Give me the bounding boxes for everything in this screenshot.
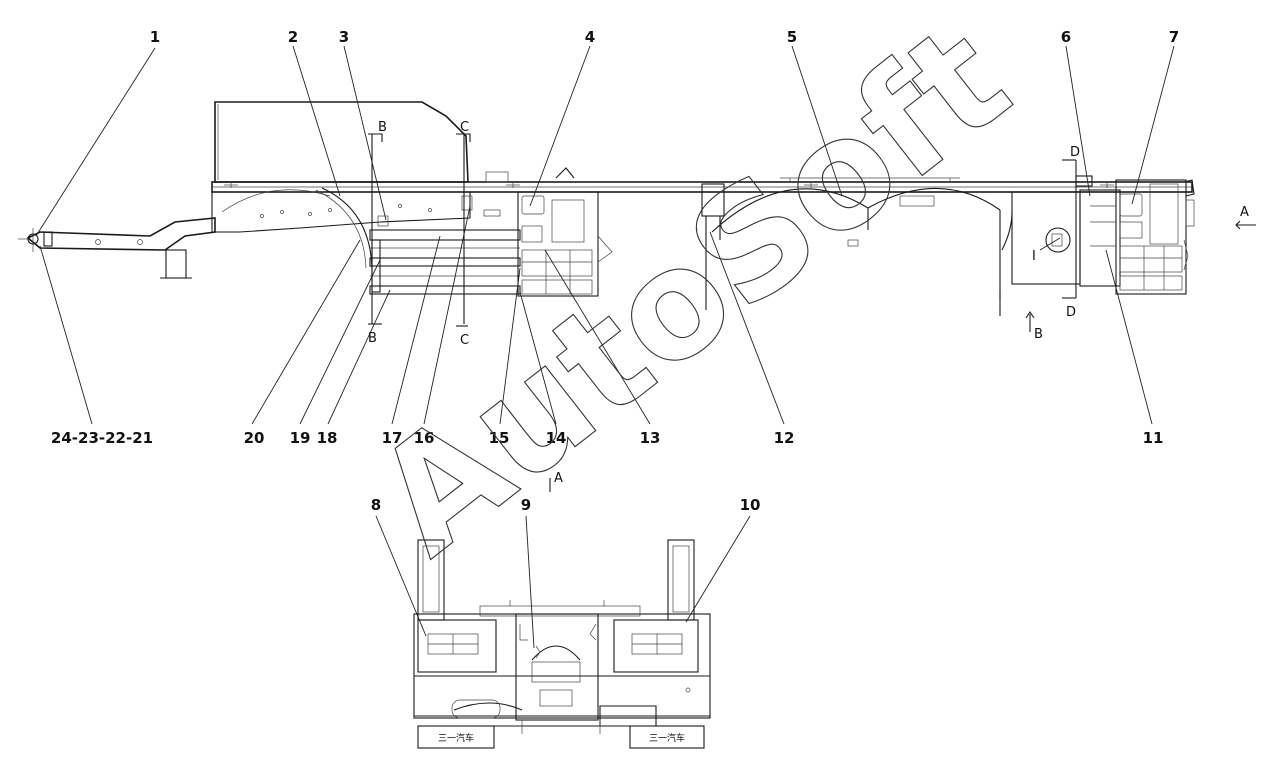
section-label-c-top: C: [460, 120, 469, 135]
section-label-a-bottom: A: [554, 471, 563, 486]
section-label-a-right: A: [1240, 205, 1249, 220]
callout-label: 19: [290, 429, 311, 447]
detail-label: I: [1032, 249, 1036, 264]
callout-label: 20: [244, 429, 265, 447]
section-marks: [368, 133, 1256, 492]
outrigger-beam-3: [369, 285, 521, 295]
section-label-b-bottom: B: [368, 331, 377, 346]
section-label-d-bottom: D: [1066, 305, 1076, 320]
rear-box-left: [417, 619, 497, 673]
callout-label: 13: [640, 429, 661, 447]
outrigger-beam-2: [369, 257, 521, 267]
section-labels: B B C C D D B A A I 三一汽车 三一汽车: [368, 120, 1249, 744]
rear-bumper-left: [453, 702, 523, 711]
callout-label: 7: [1169, 28, 1179, 46]
callout-labels: 1 2 3 4 5 6 7 24-23-22-21 20 19 18 17 16…: [51, 28, 1179, 514]
callout-label: 9: [521, 496, 531, 514]
section-label-b-right: B: [1034, 327, 1043, 342]
rear-storage-box: [1115, 179, 1187, 295]
section-label-c-bottom: C: [460, 333, 469, 348]
callout-label: 2: [288, 28, 298, 46]
callout-label: 6: [1061, 28, 1071, 46]
callout-label: 18: [317, 429, 338, 447]
tow-hitch: [43, 231, 53, 247]
callout-label: 15: [489, 429, 510, 447]
rear-post-right: [667, 539, 695, 621]
side-view: [18, 101, 1195, 316]
callout-label: 16: [414, 429, 435, 447]
callout-label: 14: [546, 429, 567, 447]
tow-bar: [26, 217, 216, 251]
rail-hook: [555, 167, 575, 179]
rear-center-arch: [531, 645, 581, 661]
callout-label: 17: [382, 429, 403, 447]
storage-box-front: [517, 191, 599, 297]
rear-box-right: [613, 619, 699, 673]
gooseneck: [214, 101, 469, 183]
detail-circle: [1045, 227, 1071, 253]
callout-label: 11: [1143, 429, 1164, 447]
rear-body: [413, 613, 711, 719]
rear-view: [413, 539, 711, 749]
plate-text-right: 三一汽车: [649, 732, 685, 744]
plate-left: [417, 725, 495, 749]
rear-center-frame: [515, 613, 599, 721]
outrigger-beam-1: [369, 229, 521, 241]
plate-right: [629, 725, 705, 749]
callout-label: 4: [585, 28, 595, 46]
callout-label: 1: [150, 28, 160, 46]
callout-label: 3: [339, 28, 349, 46]
callout-label: 8: [371, 496, 381, 514]
section-label-b-top: B: [378, 120, 387, 135]
plate-text-left: 三一汽车: [438, 732, 474, 744]
callout-label: 10: [740, 496, 761, 514]
callout-label: 12: [774, 429, 795, 447]
wheel-arch-right: [867, 187, 1001, 211]
neck-plate: [211, 191, 471, 233]
rear-frame: [1079, 189, 1121, 287]
rear-cap: [1075, 175, 1093, 187]
callout-label: 24-23-22-21: [51, 429, 153, 447]
section-label-d-top: D: [1070, 145, 1080, 160]
front-fender-arc: [321, 187, 373, 269]
callout-label: 5: [787, 28, 797, 46]
bracket-12: [701, 183, 725, 217]
front-leg: [165, 249, 187, 279]
wheel-arch-left: [711, 188, 869, 233]
